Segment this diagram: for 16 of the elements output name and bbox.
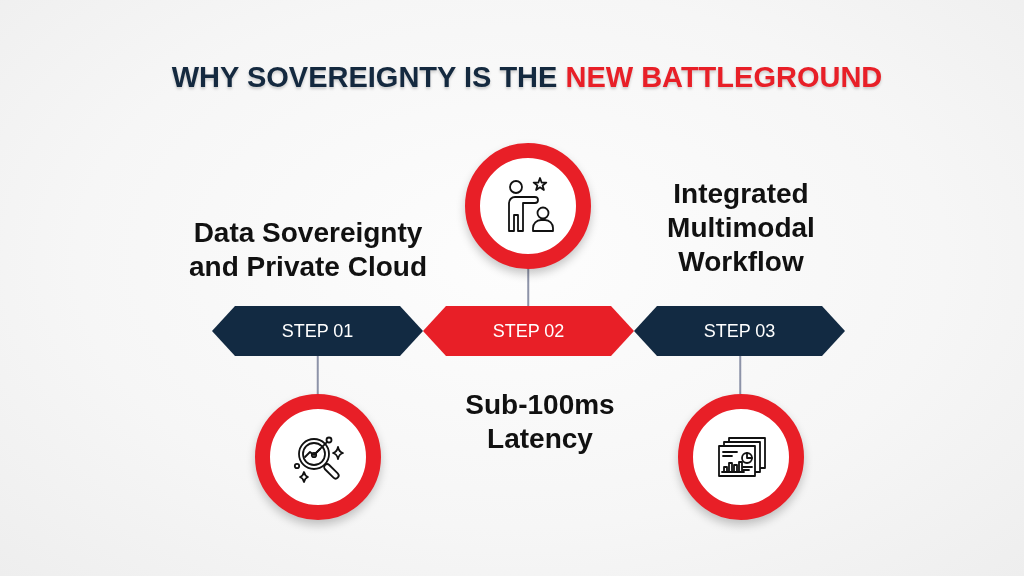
icon-circle bbox=[255, 394, 381, 520]
connector-line bbox=[316, 355, 319, 395]
step-banner bbox=[212, 306, 423, 356]
connector-line bbox=[739, 355, 742, 395]
step-banner bbox=[423, 306, 634, 356]
step-heading: Sub-100ms Latency bbox=[464, 388, 616, 456]
step-label: STEP 01 bbox=[281, 320, 354, 342]
icon-circle bbox=[678, 394, 804, 520]
connector-line bbox=[527, 268, 530, 307]
step-heading: Integrated Multimodal Workflow bbox=[666, 177, 816, 279]
step-label: STEP 02 bbox=[492, 320, 565, 342]
icon-circle bbox=[465, 143, 591, 269]
step-heading: Data Sovereignty and Private Cloud bbox=[187, 216, 428, 284]
step-label: STEP 03 bbox=[703, 320, 776, 342]
step-banner bbox=[634, 306, 845, 356]
title: WHY SOVEREIGNTY IS THE NEW BATTLEGROUND bbox=[170, 60, 884, 95]
